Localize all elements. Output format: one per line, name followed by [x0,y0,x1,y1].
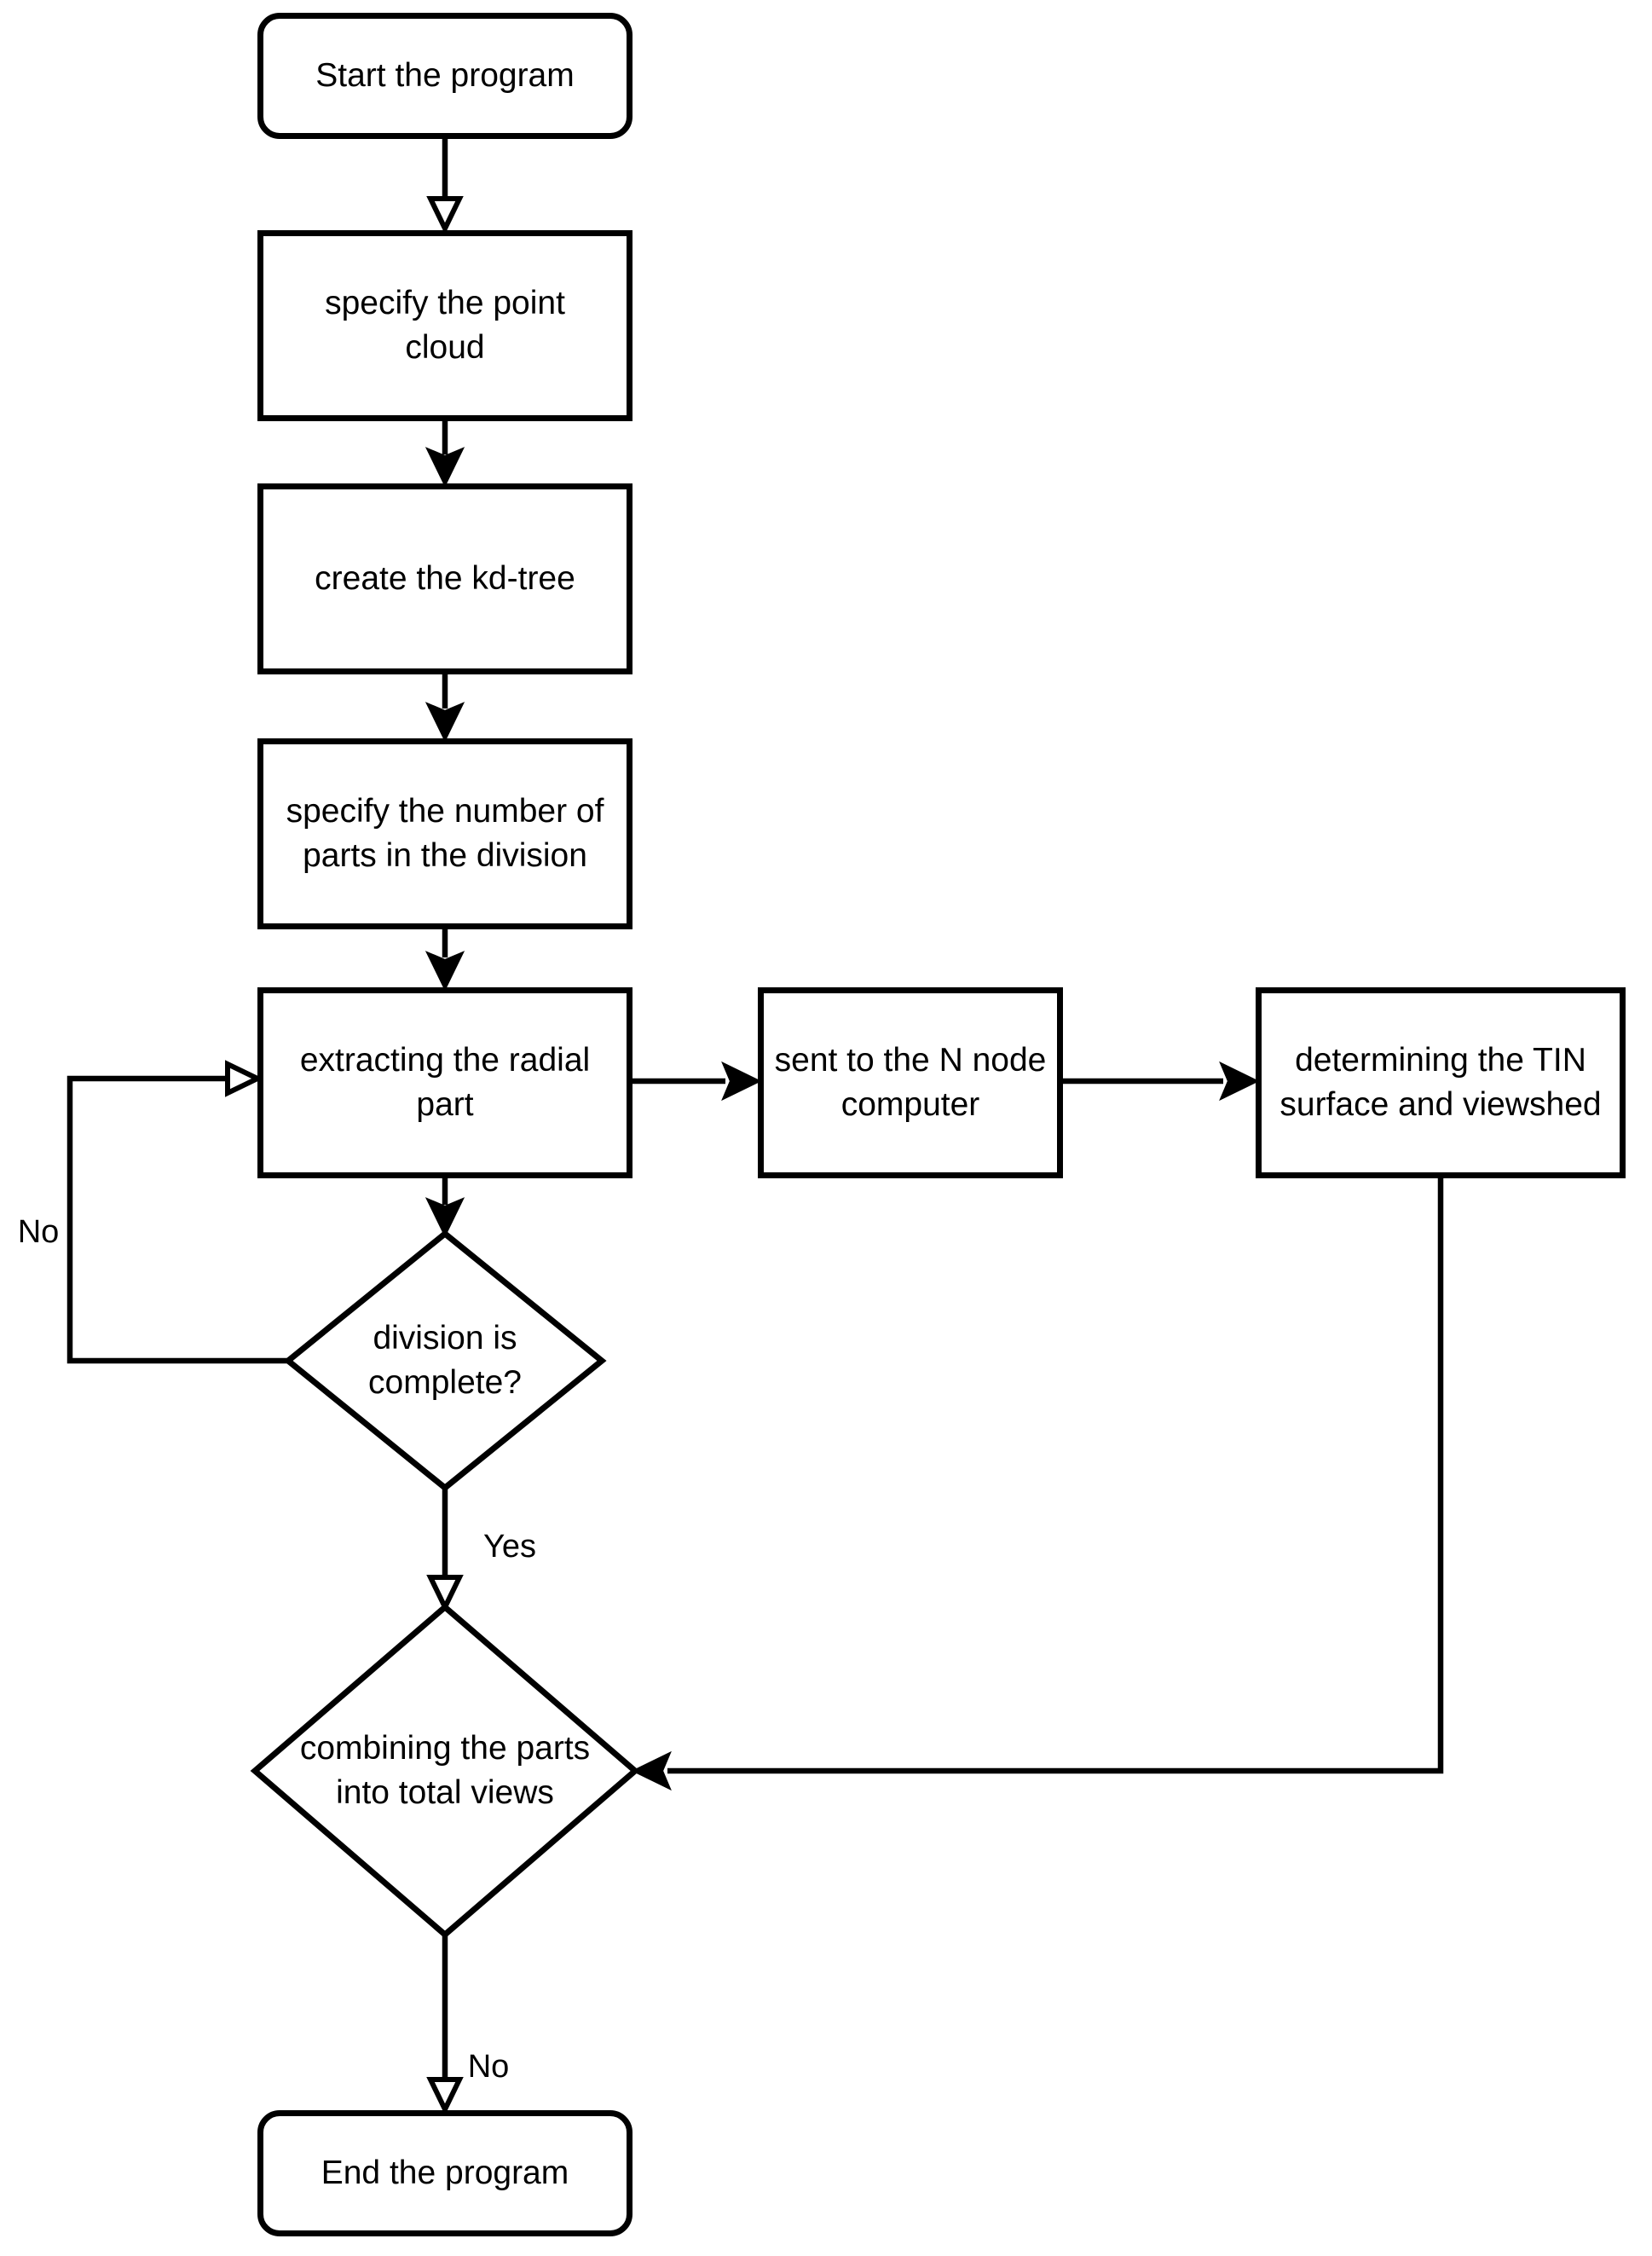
node-specify-point-cloud: specify the point cloud [257,230,632,421]
edge-no-loop [66,1075,288,1364]
node-specify-parts: specify the number of parts in the divis… [257,738,632,929]
node-start: Start the program [257,13,632,139]
arrowhead-filled-extract [425,951,465,992]
decision-diamond-combine [250,1603,640,1939]
node-end: End the program [257,2110,632,2236]
decision-division-label: division is complete? [368,1319,522,1401]
arrowhead-filled-kdtree [425,447,465,488]
node-extract-radial: extracting the radial part [257,987,632,1178]
edge-tin-to-combine [667,1178,1444,1774]
arrowhead-filled-parts [425,702,465,743]
arrowhead-filled-decision [425,1197,465,1238]
arrowhead-hollow-yes [426,1575,464,1613]
arrowhead-filled-sent [721,1061,762,1102]
arrowhead-filled-tin [1219,1061,1260,1102]
decision-diamond-division [283,1229,607,1492]
arrowhead-filled-combine [631,1750,672,1791]
edge-label-no-end: No [467,2049,510,2085]
node-sent-to-n-node: sent to the N node computer [758,987,1063,1178]
edge-label-yes: Yes [483,1529,536,1565]
edge-label-no-loop: No [17,1214,60,1250]
node-determine-tin: determining the TIN surface and viewshed [1256,987,1626,1178]
arrowhead-hollow-cloud [426,196,464,234]
arrowhead-hollow-end [426,2077,464,2115]
arrowhead-hollow-loop [225,1060,263,1097]
decision-combine-label: combining the parts into total views [299,1729,591,1811]
node-create-kdtree: create the kd-tree [257,483,632,674]
